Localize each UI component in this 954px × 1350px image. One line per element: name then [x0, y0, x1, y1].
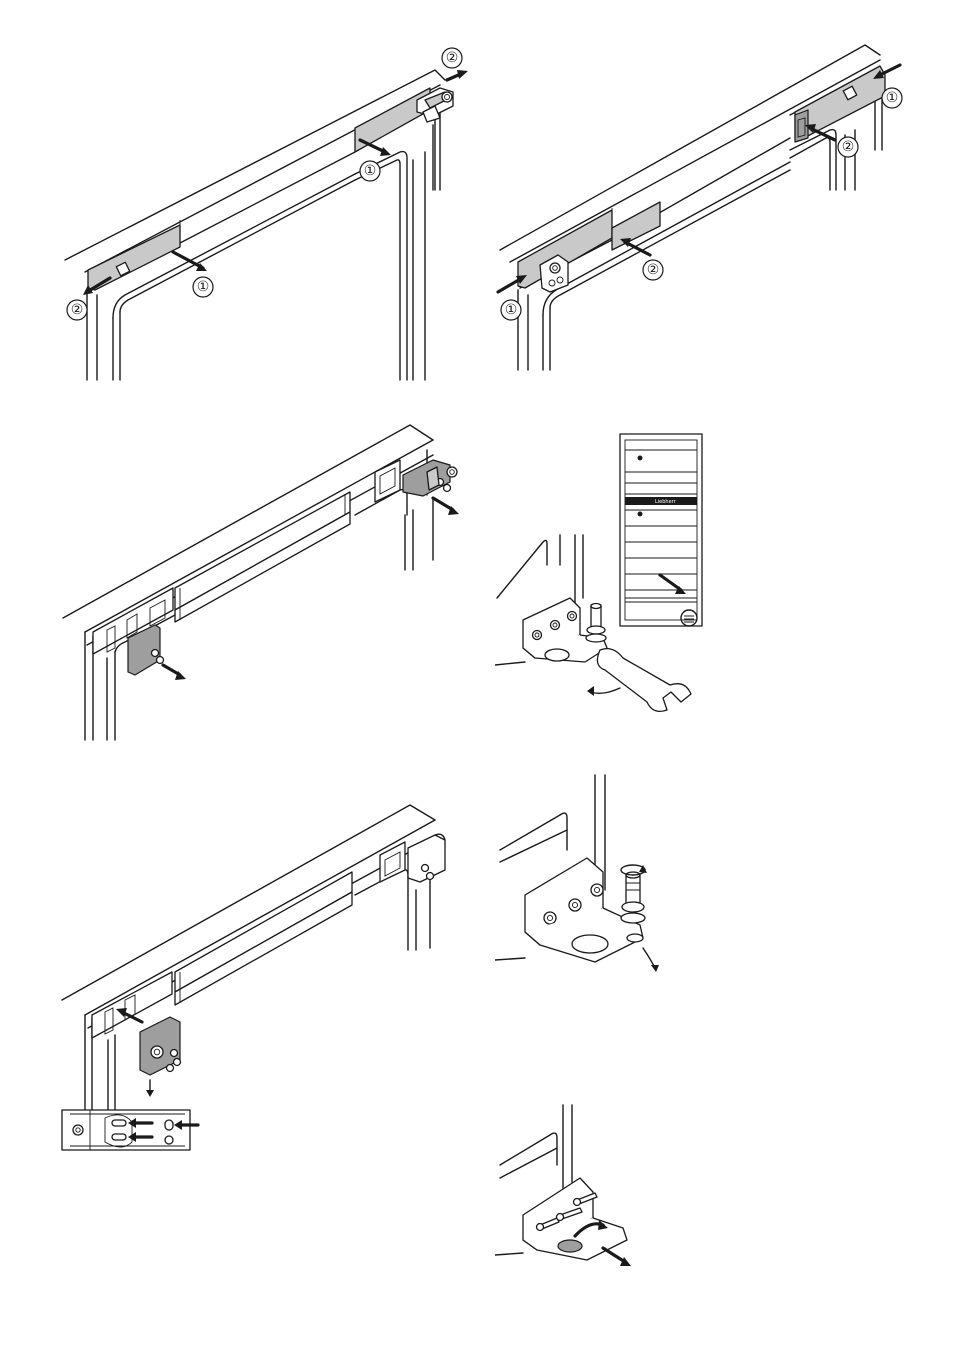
step-1-illustration: ② ① ① ②	[55, 40, 475, 385]
step-5-illustration	[50, 800, 470, 1170]
svg-text:①: ①	[505, 302, 518, 318]
callout-1-right: ①	[360, 161, 380, 181]
svg-text:②: ②	[71, 302, 84, 318]
step-4-remove-pin: Liebherr	[495, 430, 725, 720]
callout-2-mid: ②	[643, 260, 663, 280]
callout-2-top-right: ②	[442, 48, 462, 68]
left-hinge-bracket	[140, 1017, 180, 1075]
step-3-remove-hinges	[55, 420, 475, 745]
step-7-illustration	[495, 1100, 675, 1280]
svg-text:①: ①	[364, 163, 377, 179]
step-7-fit-hinge	[495, 1100, 675, 1280]
arrow-right-hinge	[433, 498, 453, 510]
appliance-overview: Liebherr	[620, 434, 702, 626]
arrow-1-left	[173, 252, 203, 268]
step-6-illustration	[495, 770, 695, 980]
step-3-illustration	[55, 420, 475, 745]
spanner	[597, 649, 691, 712]
callout-1-right: ①	[882, 88, 902, 108]
svg-text:①: ①	[886, 90, 899, 106]
callout-1-left: ①	[501, 300, 521, 320]
svg-text:②: ②	[647, 262, 660, 278]
svg-text:Liebherr: Liebherr	[655, 499, 677, 505]
callout-1-left: ①	[193, 277, 213, 297]
step-6-turn-pin	[495, 770, 695, 980]
step-2-illustration: ① ② ② ①	[490, 40, 920, 375]
callout-2-left: ②	[67, 300, 87, 320]
right-hinge-bracket	[403, 460, 450, 496]
step-5-reposition-hinges	[50, 800, 470, 1170]
hinge-plate-detail	[62, 1110, 198, 1150]
step-4-illustration: Liebherr	[495, 430, 725, 720]
svg-text:②: ②	[446, 50, 459, 66]
svg-text:②: ②	[842, 139, 855, 155]
svg-text:①: ①	[197, 279, 210, 295]
arrow-out	[603, 1248, 625, 1262]
step-1-remove-covers: ② ① ① ②	[55, 40, 475, 385]
callout-2-right: ②	[838, 137, 858, 157]
step-2-fit-covers: ① ② ② ①	[490, 40, 920, 375]
